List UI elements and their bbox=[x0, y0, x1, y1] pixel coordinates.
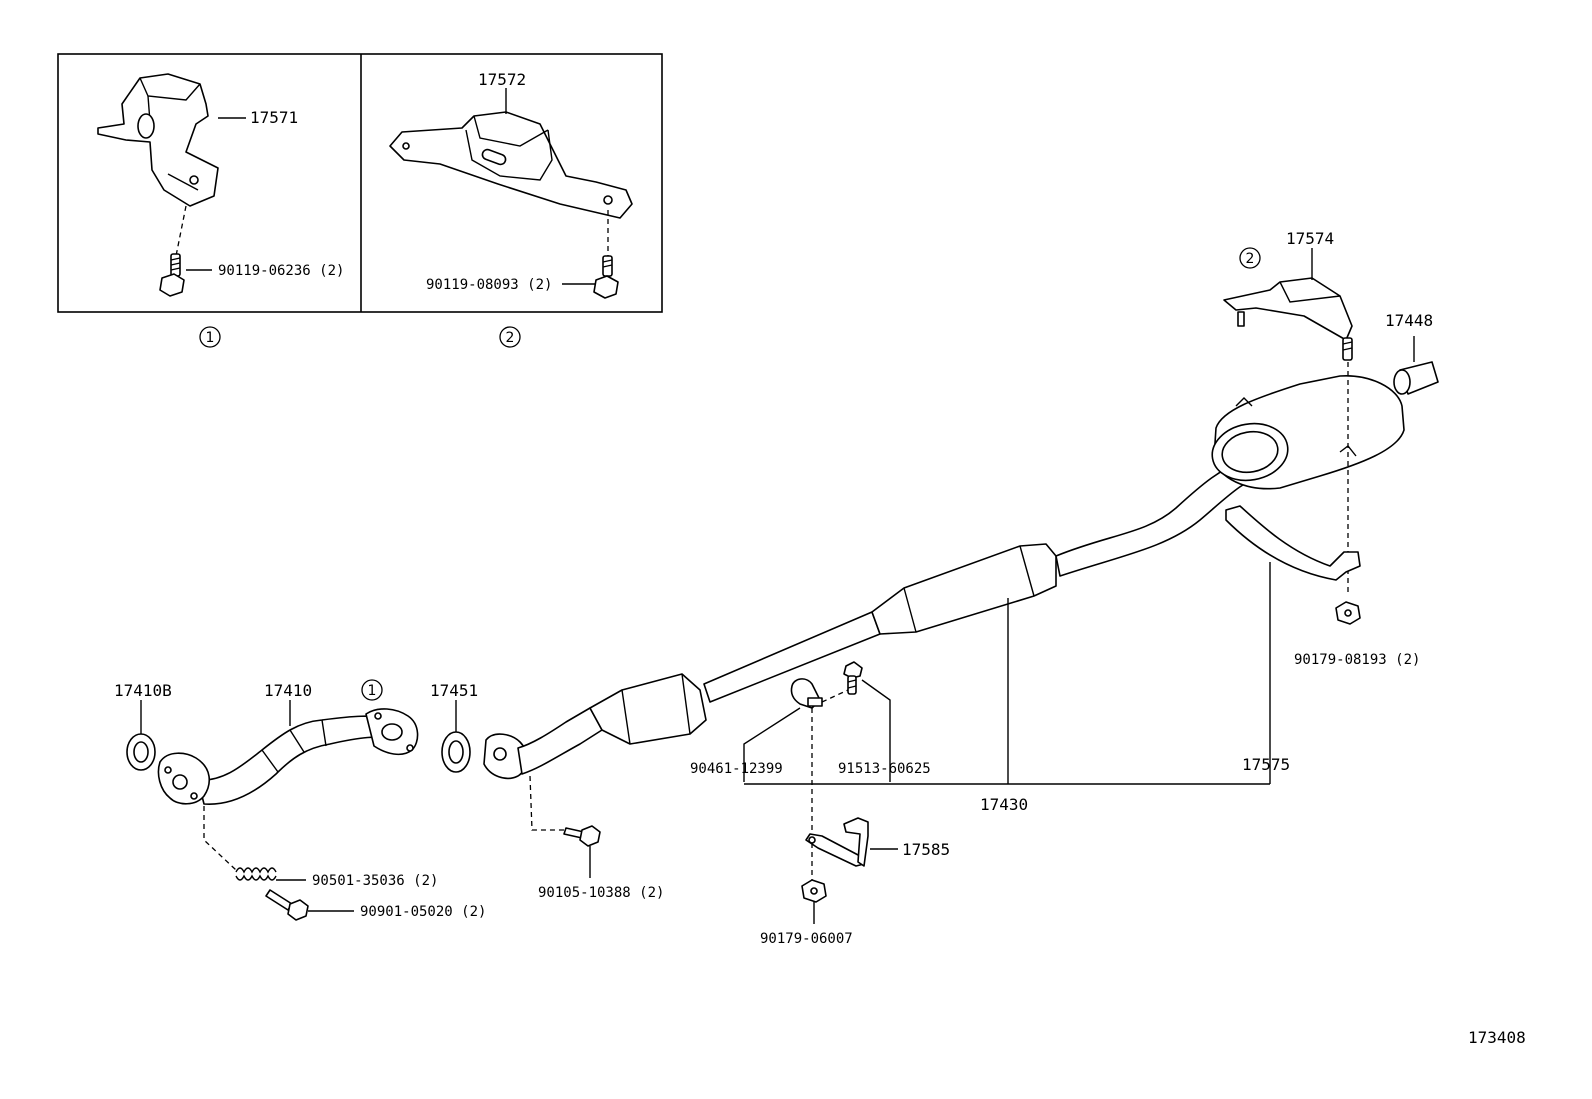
bracket-17585-drawing bbox=[805, 817, 869, 867]
bracket-17574-drawing bbox=[1223, 277, 1353, 341]
clamp-90461-12399-drawing bbox=[790, 678, 823, 709]
diagram-code: 173408 bbox=[1468, 1028, 1526, 1047]
label-91513-60625: 91513-60625 bbox=[838, 761, 931, 777]
bolt-90119-06236-drawing bbox=[159, 253, 185, 297]
label-17585: 17585 bbox=[902, 840, 950, 859]
label-90179-06007: 90179-06007 bbox=[760, 931, 853, 947]
label-90105-10388: 90105-10388 (2) bbox=[538, 885, 664, 901]
label-17574: 17574 bbox=[1286, 229, 1334, 248]
ref-mark-2-bracket: 2 bbox=[1239, 247, 1261, 269]
gasket-17451-drawing bbox=[441, 731, 471, 773]
clamp-17575-drawing bbox=[1225, 505, 1361, 581]
svg-text:1: 1 bbox=[206, 330, 215, 346]
nut-90179-06007-drawing bbox=[801, 879, 827, 903]
ref-mark-1-pipe: 1 bbox=[361, 679, 383, 701]
ref-mark-1-inset: 1 bbox=[199, 326, 221, 348]
label-90119-08093: 90119-08093 (2) bbox=[426, 277, 552, 293]
ref-mark-2-inset: 2 bbox=[499, 326, 521, 348]
svg-text:2: 2 bbox=[1246, 251, 1255, 267]
bolt-91513-60625-drawing bbox=[843, 661, 863, 695]
bolt-90105-10388-drawing bbox=[563, 825, 601, 847]
label-90119-06236: 90119-06236 (2) bbox=[218, 263, 344, 279]
bolt-bracket-drawing bbox=[1342, 337, 1353, 361]
label-17448: 17448 bbox=[1385, 311, 1433, 330]
front-pipe-17410-drawing bbox=[157, 708, 419, 805]
spring-90501-35036-drawing bbox=[235, 867, 277, 881]
label-17575: 17575 bbox=[1242, 755, 1290, 774]
hanger-17571-drawing bbox=[97, 73, 219, 207]
label-17572: 17572 bbox=[478, 70, 526, 89]
inset-frame bbox=[57, 53, 663, 313]
label-90901-05020: 90901-05020 (2) bbox=[360, 904, 486, 920]
bolt-90119-08093-drawing bbox=[593, 255, 619, 299]
label-17410b: 17410B bbox=[114, 681, 172, 700]
muffler-drawing bbox=[1211, 375, 1405, 490]
svg-text:1: 1 bbox=[368, 683, 377, 699]
label-90179-08193: 90179-08193 (2) bbox=[1294, 652, 1420, 668]
center-pipe-17430-drawing bbox=[483, 453, 1273, 780]
tail-pipe-17448-drawing bbox=[1393, 361, 1439, 395]
gasket-17410b-drawing bbox=[126, 733, 156, 771]
nut-90179-08193-drawing bbox=[1335, 601, 1361, 625]
label-17571: 17571 bbox=[250, 108, 298, 127]
label-17451: 17451 bbox=[430, 681, 478, 700]
label-90461-12399: 90461-12399 bbox=[690, 761, 783, 777]
bolt-90901-05020-drawing bbox=[265, 889, 309, 921]
hanger-17572-drawing bbox=[389, 111, 633, 219]
label-90501-35036: 90501-35036 (2) bbox=[312, 873, 438, 889]
label-17430: 17430 bbox=[980, 795, 1028, 814]
label-17410: 17410 bbox=[264, 681, 312, 700]
svg-text:2: 2 bbox=[506, 330, 515, 346]
